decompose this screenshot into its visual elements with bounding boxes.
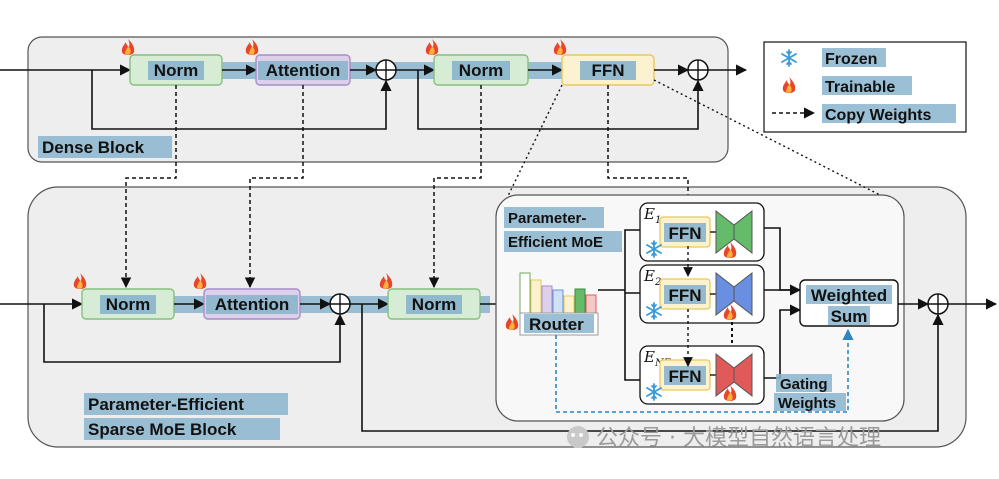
watermark: 公众号 · 大模型自然语言处理 bbox=[567, 426, 881, 451]
svg-text:Parameter-Efficient: Parameter-Efficient bbox=[88, 395, 244, 414]
svg-text:Parameter-: Parameter- bbox=[508, 210, 586, 227]
legend-frozen: Frozen bbox=[825, 51, 877, 68]
dense-residual-add-1 bbox=[375, 59, 397, 81]
gating-weights-arrow bbox=[555, 328, 854, 413]
weighted-sum-box: Weighted Sum bbox=[799, 279, 899, 327]
legend-trainable: Trainable bbox=[825, 79, 895, 96]
svg-text:Dense Block: Dense Block bbox=[42, 138, 145, 157]
svg-text:Sum: Sum bbox=[831, 307, 868, 326]
expert-ffn-label: FFN bbox=[668, 367, 701, 386]
dense-norm2-label: Norm bbox=[459, 61, 503, 80]
moe-residual-add-2 bbox=[927, 293, 949, 315]
expert-subscript: 1 bbox=[655, 215, 661, 226]
dense-norm1-label: Norm bbox=[154, 61, 198, 80]
moe-block-title: Parameter-Efficient Sparse MoE Block bbox=[84, 393, 288, 440]
adapter-up-icon bbox=[733, 271, 753, 317]
moe-norm2-box: Norm bbox=[387, 288, 481, 320]
svg-text:公众号 · 大模型自然语言处理: 公众号 · 大模型自然语言处理 bbox=[596, 426, 881, 451]
expert-card-3: ENEFFN bbox=[639, 345, 765, 405]
adapter-up-icon bbox=[733, 209, 753, 255]
svg-text:Weights: Weights bbox=[778, 395, 836, 412]
dense-residual-add-2 bbox=[687, 59, 709, 81]
dense-block-title: Dense Block bbox=[38, 136, 172, 158]
dense-attention-box: Attention bbox=[255, 54, 351, 86]
moe-attention-box: Attention bbox=[203, 288, 301, 320]
moe-norm1-label: Norm bbox=[106, 295, 150, 314]
expert-ffn-label: FFN bbox=[668, 286, 701, 305]
router-label: Router bbox=[529, 315, 584, 334]
gating-weights-label: Gating Weights bbox=[774, 374, 846, 412]
expert-symbol: E bbox=[643, 267, 655, 285]
adapter-up-icon bbox=[733, 352, 753, 398]
svg-text:Weighted: Weighted bbox=[811, 286, 887, 305]
expert-ffn-label: FFN bbox=[668, 224, 701, 243]
dense-attention-label: Attention bbox=[266, 61, 341, 80]
moe-residual-add-1 bbox=[329, 293, 351, 315]
moe-norm2-label: Norm bbox=[412, 295, 456, 314]
legend: Frozen Trainable Copy Weights bbox=[763, 41, 967, 133]
expert-symbol: E bbox=[643, 205, 655, 223]
svg-text:Sparse MoE Block: Sparse MoE Block bbox=[88, 420, 237, 439]
expert-subscript: 2 bbox=[654, 277, 661, 288]
experts-group: E1FFNE2FFNENEFFN bbox=[639, 202, 765, 405]
moe-norm1-box: Norm bbox=[81, 288, 175, 320]
dense-norm1-box: Norm bbox=[129, 54, 223, 86]
dense-norm2-box: Norm bbox=[433, 54, 529, 86]
svg-text:Gating: Gating bbox=[780, 376, 828, 393]
dense-ffn-box: FFN bbox=[561, 54, 655, 86]
moe-attention-label: Attention bbox=[215, 295, 290, 314]
legend-copy-weights: Copy Weights bbox=[825, 107, 931, 124]
router-box: Router bbox=[519, 312, 599, 336]
dense-ffn-label: FFN bbox=[591, 61, 624, 80]
expert-symbol: E bbox=[643, 348, 655, 366]
svg-text:Efficient MoE: Efficient MoE bbox=[508, 234, 603, 251]
pe-moe-title: Parameter- Efficient MoE bbox=[504, 207, 622, 252]
